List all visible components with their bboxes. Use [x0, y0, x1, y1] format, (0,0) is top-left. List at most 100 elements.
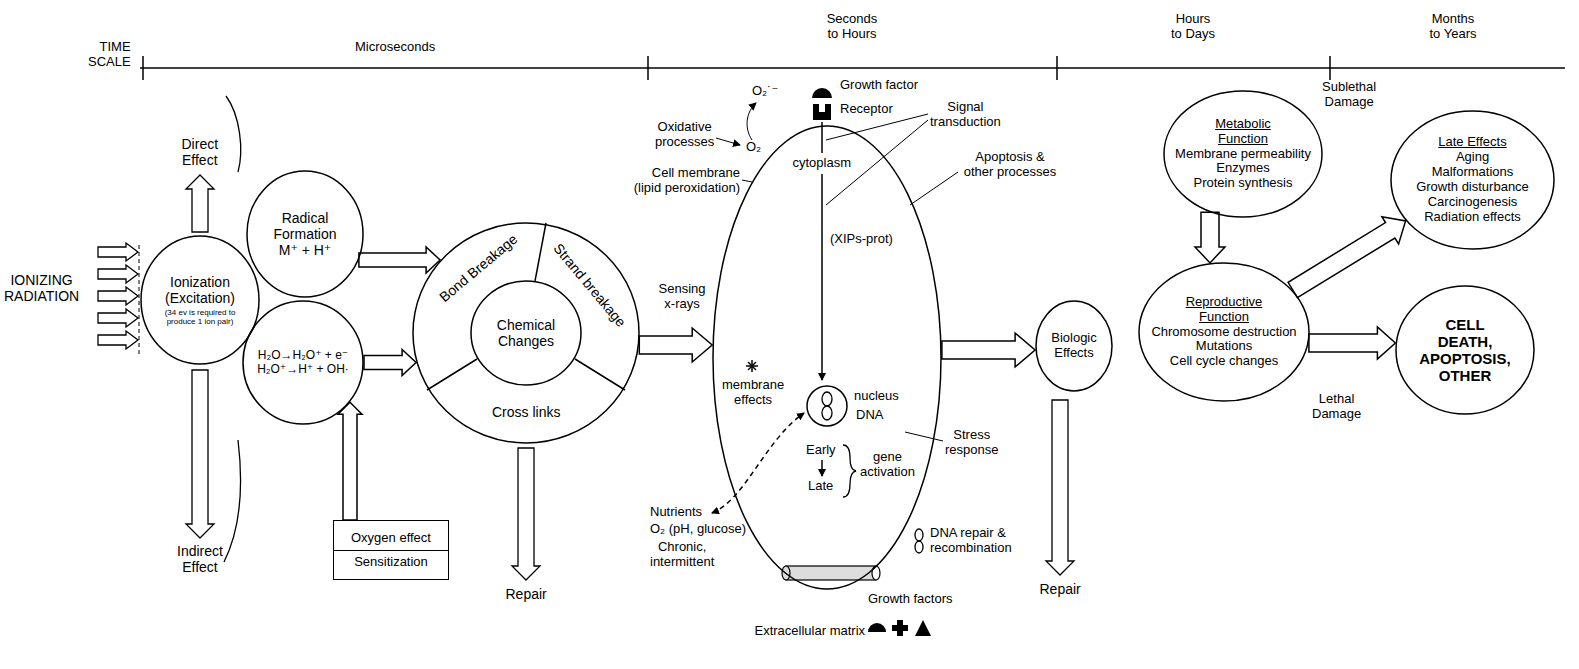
annotation-label: Lethal Damage	[1312, 392, 1361, 422]
annotation-label: DNA	[856, 408, 883, 423]
radiation-arrow	[98, 265, 138, 283]
ellipse-outline	[243, 301, 363, 424]
ellipse-node: cytoplasm(XIPs-prot)membrane effectsEarl…	[712, 125, 942, 590]
leader-line	[716, 103, 958, 441]
node-text: Cross links	[492, 404, 560, 420]
repair-arrow	[512, 448, 540, 580]
ellipse-node: Reproductive FunctionChromosome destruct…	[1138, 262, 1310, 402]
leader-line	[742, 180, 752, 182]
effect-arrow	[186, 175, 214, 538]
annotation-label: DNA repair & recombination	[930, 526, 1035, 556]
effect-arrow	[186, 370, 214, 538]
annotation-label: Chronic, intermittent	[650, 540, 714, 570]
node-text: Reproductive Function	[1186, 295, 1263, 325]
leader-line	[910, 172, 958, 205]
ellipse-outline	[1396, 286, 1534, 414]
segment-divider	[427, 223, 625, 390]
ellipse-outline	[806, 385, 848, 427]
growth-factor-symbols	[915, 620, 931, 636]
node-text: Metabolic Function	[1215, 117, 1271, 147]
ellipse-node: Radical FormationM⁺ + H⁺	[246, 170, 364, 298]
node-text: Late Effects	[1438, 135, 1506, 150]
annotation-label: O₂	[746, 140, 761, 155]
dna-symbol	[915, 541, 923, 553]
ellipse-outline	[1139, 263, 1309, 401]
node-text: Late	[808, 479, 833, 494]
signal-arrow	[821, 174, 823, 380]
dna-symbol	[822, 392, 923, 553]
node-text: nucleus	[854, 389, 899, 404]
time-axis	[647, 56, 649, 80]
node-text: CELL DEATH, APOPTOSIS, OTHER	[1419, 316, 1510, 385]
annotation-label: Indirect Effect	[177, 543, 223, 575]
matrix-cylinder	[786, 566, 876, 580]
ellipse-outline	[247, 171, 363, 297]
annotation-label: Receptor	[840, 102, 893, 117]
signal-arrow	[821, 122, 823, 153]
block-arrow	[1195, 212, 1225, 263]
annotation-label: Sensing x-rays	[655, 282, 709, 312]
membrane-damage-star	[748, 362, 756, 370]
annotation-label: TIME SCALE	[88, 40, 131, 70]
node-text: Enzymes	[1216, 161, 1269, 176]
segment-divider	[575, 359, 625, 390]
block-arrow	[1288, 217, 1406, 298]
radiation-arrow	[98, 287, 138, 305]
signal-arrow	[821, 122, 823, 476]
leader-line	[905, 432, 943, 441]
node-text: H₂O⁺→H⁺ + OH·	[257, 363, 349, 377]
node-text: M⁺ + H⁺	[279, 242, 332, 258]
bracket-curve	[224, 96, 241, 562]
repair-arrow	[512, 400, 1074, 580]
leader-line	[716, 138, 740, 145]
matrix-cylinder	[782, 566, 880, 580]
node-text: Bond Breakage	[436, 231, 520, 305]
ellipse-node: nucleus	[806, 385, 848, 427]
ellipse-node: CELL DEATH, APOPTOSIS, OTHER	[1395, 285, 1535, 415]
radiation-arrow	[98, 243, 138, 349]
annotation-label: Months to Years	[1427, 12, 1479, 42]
bracket-curve	[226, 96, 241, 172]
block-arrow	[1309, 327, 1396, 359]
annotation-label: Apoptosis & other processes	[960, 150, 1060, 180]
ellipse-outline	[413, 223, 639, 443]
annotation-label: Sublethal Damage	[1322, 80, 1376, 110]
block-arrow	[942, 333, 1035, 367]
ellipse-outline	[141, 236, 259, 364]
ellipse-outline	[713, 126, 941, 589]
growth-factor-symbols	[868, 620, 931, 636]
ellipse-outline	[1391, 111, 1554, 249]
annotation-label: Growth factors	[868, 592, 953, 607]
process-box: Oxygen effectSensitization	[333, 520, 449, 580]
node-text: Cell cycle changes	[1170, 354, 1278, 369]
node-text: Chemical Changes	[497, 317, 555, 349]
node-text: Growth disturbance	[1416, 180, 1529, 195]
dna-symbol	[822, 392, 832, 406]
annotation-label: Direct Effect	[182, 136, 219, 168]
annotation-label: Stress response	[945, 428, 998, 458]
block-arrow	[359, 247, 440, 273]
membrane-damage-star	[746, 360, 758, 372]
time-axis	[1329, 56, 1331, 80]
node-text: Membrane permeability	[1175, 147, 1311, 162]
effect-arrow	[186, 175, 214, 232]
growth-factor-symbol	[812, 88, 832, 98]
time-axis	[140, 67, 1565, 69]
node-text: Ionization (Excitation)	[165, 274, 235, 306]
ellipse-outline	[1164, 91, 1322, 217]
time-axis	[142, 56, 144, 80]
annotation-label: Signal transduction	[930, 100, 1001, 130]
time-axis	[140, 56, 1565, 80]
leader-line	[826, 114, 928, 140]
node-text: Chromosome destruction	[1151, 325, 1296, 340]
node-text: Early	[806, 443, 836, 458]
signal-arrow	[821, 460, 823, 476]
annotation-label: O₂˙⁻	[752, 84, 778, 99]
node-text: Radiation effects	[1424, 210, 1521, 225]
annotation-label: Oxidative processes	[655, 120, 714, 150]
annotation-label: Extracellular matrix	[755, 624, 866, 639]
nutrient-arrow	[712, 413, 804, 513]
node-text: Protein synthesis	[1194, 176, 1293, 191]
ellipse-outline	[712, 125, 942, 590]
